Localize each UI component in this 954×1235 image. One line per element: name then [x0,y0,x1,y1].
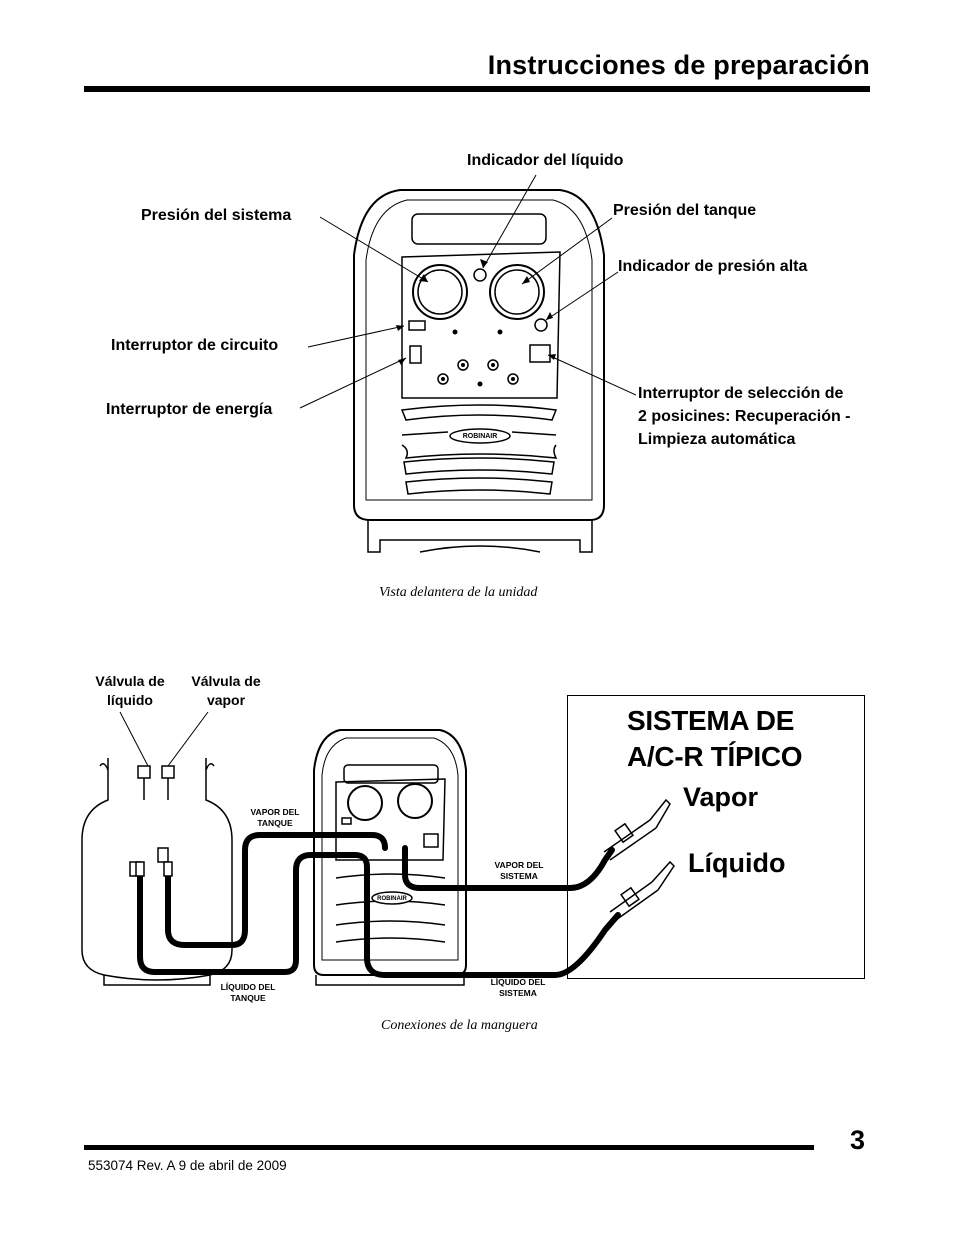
label-liquid-valve: Válvula de líquido [95,673,165,708]
label-liquid-indicator: Indicador del líquido [467,152,624,169]
robinair-logo-hose [371,891,413,905]
label-selector-switch-line1: Interruptor de selección de [638,385,844,402]
label-vapor-port: Vapor [683,782,759,812]
caption-front-view: Vista delantera de la unidad [379,585,538,600]
label-tank-liquid: LÍQUIDO DEL TANQUE [220,982,276,1003]
label-system-pressure: Presión del sistema [141,207,292,224]
label-system-vapor: VAPOR DEL SISTEMA [494,860,544,881]
label-selector-switch-line3: Limpieza automática [638,431,796,448]
label-liquid-port: Líquido [688,848,786,878]
page-number: 3 [850,1125,866,1155]
label-selector-switch-line2: 2 posicines: Recuperación - [638,408,851,425]
unit-front-view [353,189,605,553]
label-tank-pressure: Presión del tanque [613,202,757,219]
page-title: Instrucciones de preparación [487,50,870,80]
leader-lines-front [299,174,637,409]
header-rule [84,86,870,92]
service-probes [603,798,675,921]
hoses [137,832,621,978]
robinair-brand-hose: ROBINAIR [377,896,407,902]
ac-system-title: SISTEMA DE A/C-R TÍPICO [627,705,803,772]
arrowheads-front [396,259,556,365]
refrigerant-tank [81,758,233,986]
caption-hose-connections: Conexiones de la manguera [381,1018,538,1033]
label-power-switch: Interruptor de energía [106,401,273,418]
label-tank-vapor: VAPOR DEL TANQUE [250,807,300,828]
tank-valves [129,765,175,877]
ac-system-box [567,695,865,979]
robinair-brand-front: ROBINAIR [462,433,498,440]
hose-fittings [135,861,173,877]
footer-rule [84,1145,814,1150]
label-vapor-valve: Válvula de vapor [191,673,261,708]
doc-info: 553074 Rev. A 9 de abril de 2009 [88,1158,287,1173]
label-high-pressure-indicator: Indicador de presión alta [618,258,808,275]
label-circuit-breaker: Interruptor de circuito [111,337,279,354]
label-system-liquid: LÍQUIDO DEL SISTEMA [490,977,546,998]
robinair-logo-front [449,428,511,444]
front-view-dots [441,329,515,387]
